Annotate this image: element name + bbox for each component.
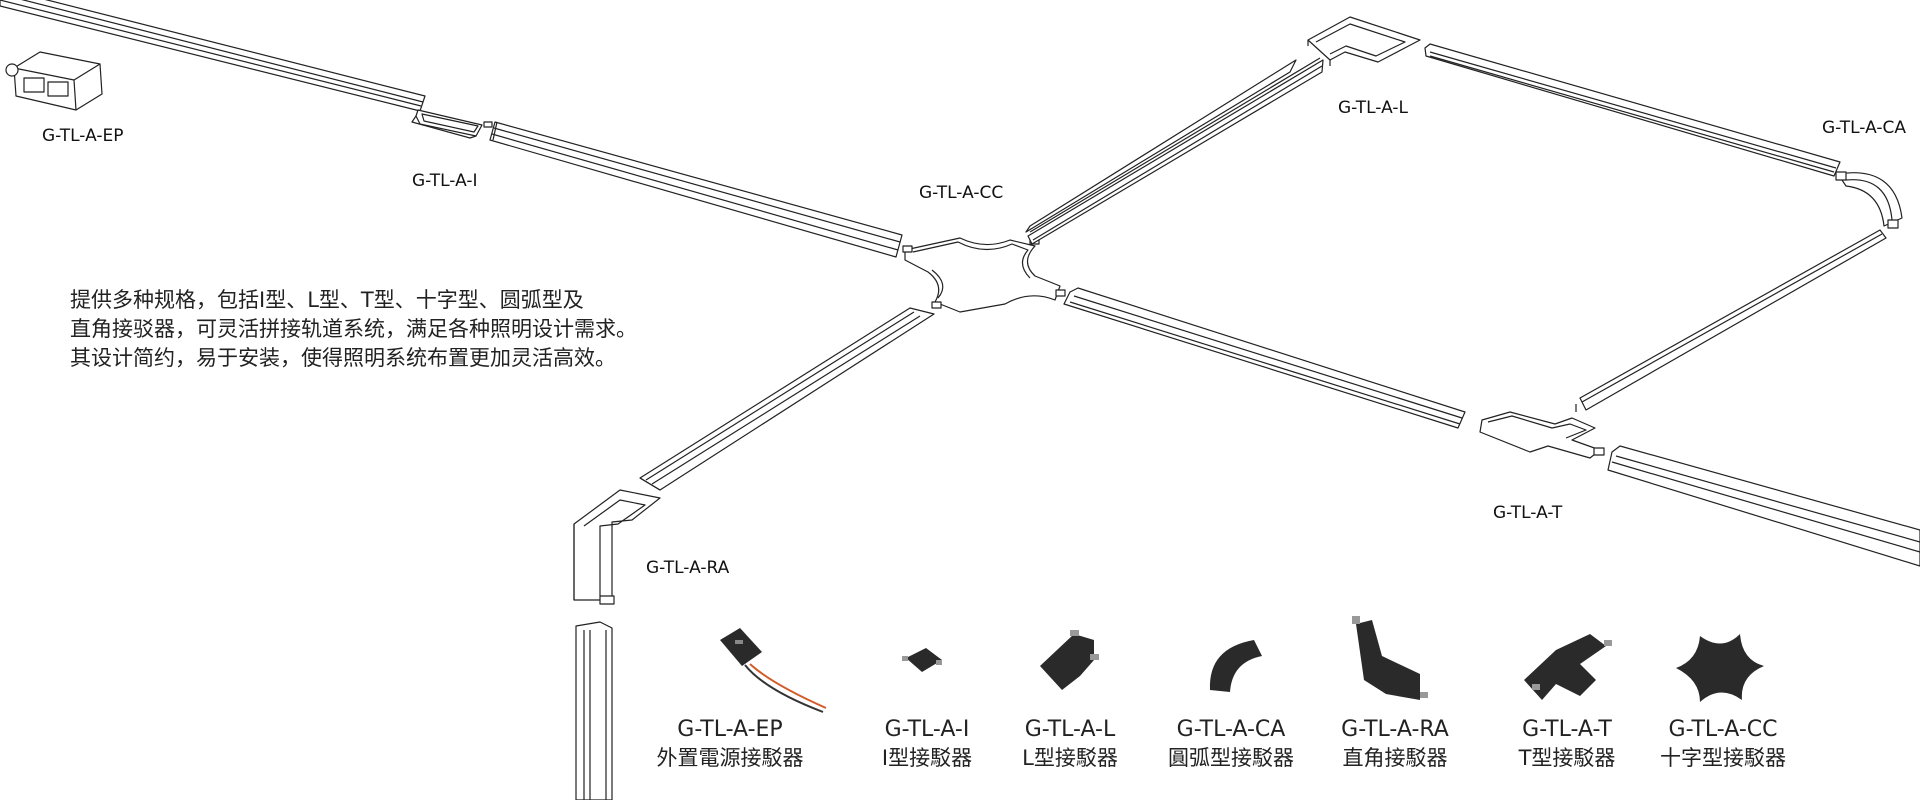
t-connector-icon (1524, 634, 1612, 700)
description-line-3: 其设计简约，易于安装，使得照明系统布置更加灵活高效。 (70, 346, 616, 370)
rail-segment-ra-down (575, 621, 613, 800)
product-code: G-TL-A-RA (1341, 717, 1449, 742)
product-name: I型接駁器 (881, 746, 973, 770)
cc-connector-drawing (902, 237, 1066, 313)
right-angle-connector-icon (1352, 616, 1428, 700)
product-code: G-TL-A-L (1024, 717, 1116, 742)
l-connector-drawing (1307, 16, 1421, 66)
rail-segment-cc-to-l (1025, 57, 1324, 245)
product-caption-ca: G-TL-A-CA 圓弧型接駁器 (1146, 716, 1316, 772)
product-name: 圓弧型接駁器 (1168, 746, 1294, 770)
l-connector-icon (1040, 630, 1099, 690)
product-caption-t: G-TL-A-T T型接駁器 (1482, 716, 1652, 772)
rail-segment-top-left (0, 0, 426, 112)
product-code: G-TL-A-CC (1668, 717, 1778, 742)
product-name: T型接駁器 (1518, 746, 1616, 770)
rail-segment-cc-to-ra (639, 307, 935, 491)
ca-connector-drawing (1835, 171, 1903, 229)
arc-connector-icon (1209, 640, 1262, 692)
callout-cc: G-TL-A-CC (919, 183, 1004, 203)
callout-ra: G-TL-A-RA (646, 558, 730, 578)
callout-l: G-TL-A-L (1338, 98, 1408, 118)
description-line-2: 直角接驳器，可灵活拼接轨道系统，满足各种照明设计需求。 (70, 317, 637, 341)
product-caption-ra: G-TL-A-RA 直角接駁器 (1310, 716, 1480, 772)
t-connector-drawing (1479, 411, 1605, 459)
product-name: 外置電源接駁器 (656, 746, 804, 770)
callout-t: G-TL-A-T (1493, 503, 1563, 523)
ep-connector-drawing (5, 51, 103, 111)
i-connector-drawing (411, 109, 493, 139)
rail-segment-i-to-cc (489, 121, 903, 258)
product-caption-l: G-TL-A-L L型接駁器 (985, 716, 1155, 772)
rail-segment-cc-to-t (1063, 287, 1466, 429)
product-code: G-TL-A-T (1522, 717, 1612, 742)
description-line-1: 提供多种规格，包括I型、L型、T型、十字型、圆弧型及 (70, 288, 584, 312)
product-caption-ep: G-TL-A-EP 外置電源接駁器 (645, 716, 815, 772)
product-name: L型接駁器 (1022, 746, 1118, 770)
product-code: G-TL-A-I (884, 717, 970, 742)
product-code: G-TL-A-EP (677, 717, 783, 742)
callout-i: G-TL-A-I (412, 171, 478, 191)
ra-connector-drawing (573, 489, 661, 605)
callout-ep: G-TL-A-EP (42, 126, 124, 146)
product-thumbnails (720, 616, 1764, 713)
rail-segment-l-to-ca (1424, 43, 1841, 177)
rail-segment-ca-to-t (1575, 229, 1887, 412)
product-caption-cc: G-TL-A-CC 十字型接駁器 (1638, 716, 1808, 772)
callout-ca: G-TL-A-CA (1822, 118, 1906, 138)
product-caption-i: G-TL-A-I I型接駁器 (842, 716, 1012, 772)
cross-connector-icon (1676, 634, 1764, 702)
rail-segment-t-right (1607, 445, 1920, 567)
product-name: 直角接駁器 (1342, 746, 1448, 770)
product-code: G-TL-A-CA (1176, 717, 1286, 742)
straight-connector-icon (902, 648, 942, 672)
product-name: 十字型接駁器 (1660, 746, 1786, 770)
description-text: 提供多种规格，包括I型、L型、T型、十字型、圆弧型及 直角接驳器，可灵活拼接轨道… (70, 286, 637, 373)
power-connector-icon (720, 628, 827, 713)
